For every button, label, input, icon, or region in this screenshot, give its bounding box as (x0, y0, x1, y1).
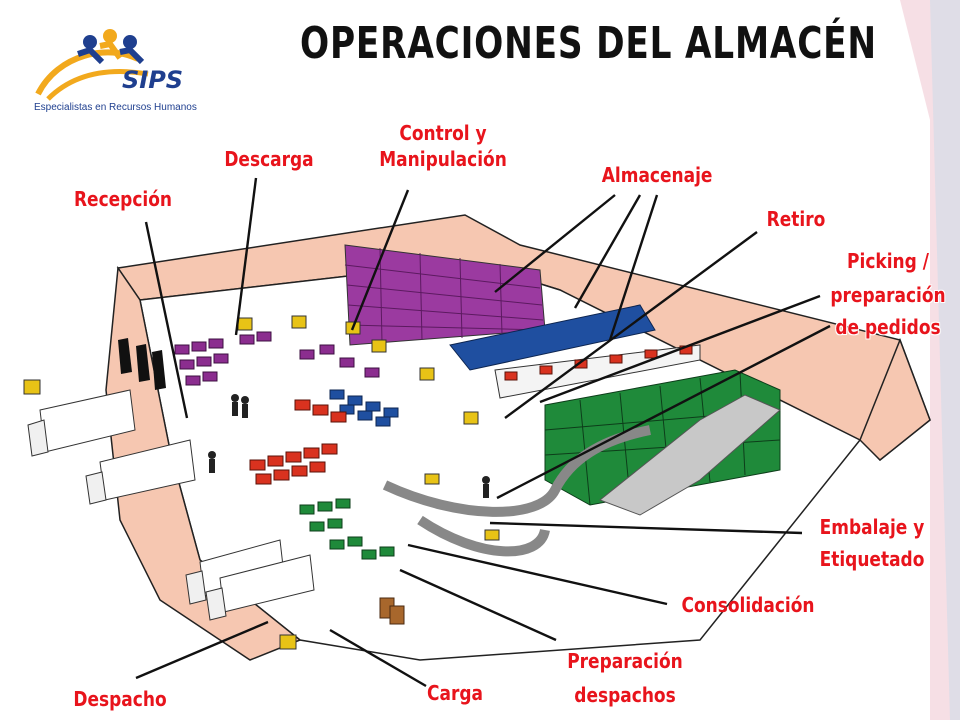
logo-tagline: Especialistas en Recursos Humanos (34, 102, 197, 113)
label-picking-line3: de pedidos (835, 315, 941, 339)
label-control-line1: Control y (399, 121, 487, 145)
purple-floor-stock (174, 331, 380, 386)
label-control-manipulacion: Control y Manipulación (379, 120, 507, 172)
label-carga: Carga (427, 681, 483, 705)
label-embalaje-line2: Etiquetado (819, 547, 925, 571)
label-recepcion: Recepción (73, 187, 173, 211)
brown-boxes (379, 597, 405, 625)
workers (208, 394, 490, 498)
label-consolidacion: Consolidación (681, 593, 815, 617)
red-floor-stock (249, 399, 347, 485)
label-picking-line1: Picking / (847, 249, 929, 273)
label-picking: Picking / preparación de pedidos (820, 248, 956, 340)
logo-figures-icon (35, 29, 149, 101)
label-despacho: Despacho (73, 687, 167, 711)
label-embalaje-line1: Embalaje y (819, 515, 925, 539)
label-preparacion-line1: Preparación (567, 649, 683, 673)
label-control-line2: Manipulación (379, 147, 507, 171)
label-embalaje: Embalaje y Etiquetado (813, 514, 932, 572)
flow-rack-ramp (599, 394, 781, 516)
label-picking-line2: preparación (830, 283, 946, 307)
label-almacenaje: Almacenaje (601, 163, 713, 187)
label-preparacion-despachos: Preparación despachos (561, 648, 689, 708)
right-wall (859, 337, 931, 462)
red-rack-boxes (504, 345, 693, 381)
label-retiro: Retiro (766, 207, 826, 231)
trucks (27, 389, 315, 621)
green-floor-stock (299, 498, 395, 560)
logo-brand: SIPS (122, 66, 184, 94)
leader-lines (135, 177, 831, 688)
conveyor-belt (382, 425, 651, 517)
label-descarga: Descarga (224, 147, 314, 171)
company-logo: SIPS Especialistas en Recursos Humanos (18, 14, 228, 114)
label-preparacion-line2: despachos (574, 683, 676, 707)
forklifts (23, 315, 500, 650)
blue-stock (329, 304, 656, 427)
dock-doors (118, 338, 166, 390)
rack-green (544, 369, 781, 506)
